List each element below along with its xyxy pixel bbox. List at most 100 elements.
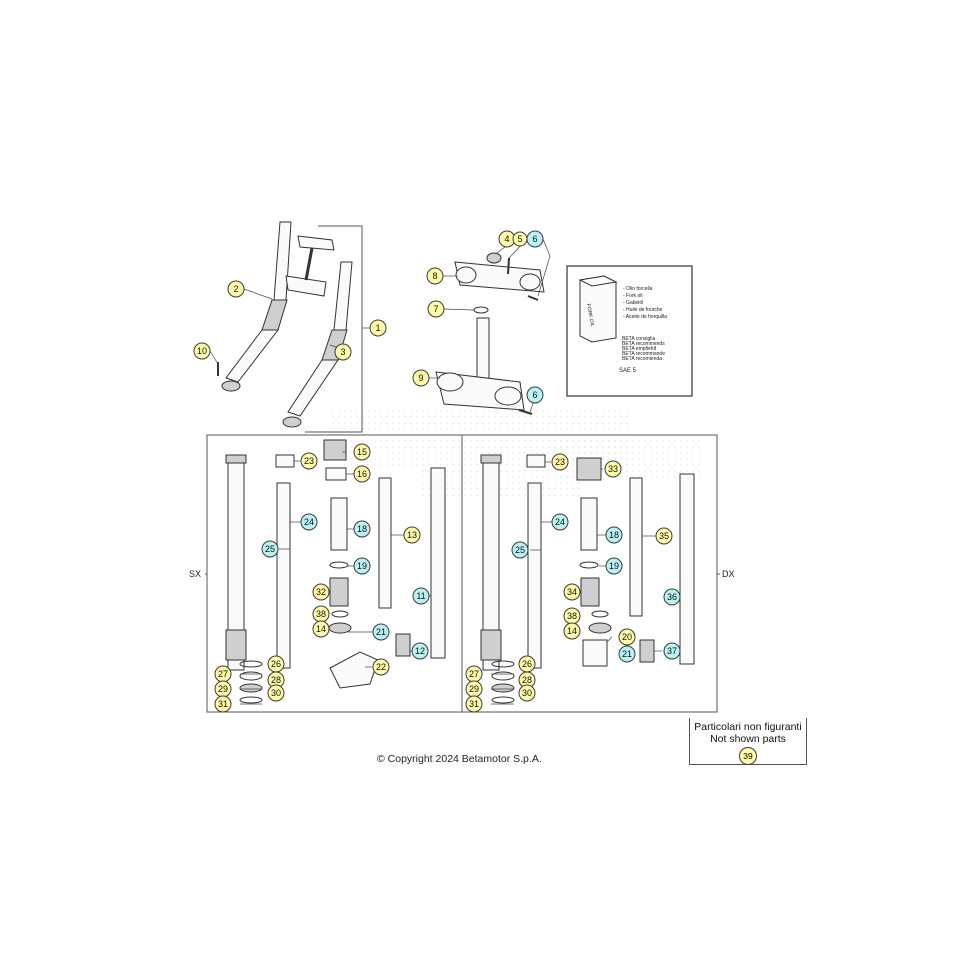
svg-text:3: 3 — [340, 347, 345, 357]
svg-text:33: 33 — [608, 464, 618, 474]
inner-tube-24-left — [276, 482, 291, 669]
callout-right-33: 33 — [604, 460, 622, 478]
callout-right-37: 37 — [663, 642, 681, 660]
oil-rec-3: BETA empfiehlt — [622, 346, 657, 352]
callout-6-top: 6 — [526, 230, 544, 248]
callout-3: 3 — [334, 343, 352, 361]
oil-rec-5: BETA recomienda — [622, 356, 662, 362]
left-axle-clamp — [221, 380, 241, 392]
svg-text:30: 30 — [522, 688, 532, 698]
callout-left-23: 23 — [300, 452, 318, 470]
svg-text:15: 15 — [357, 447, 367, 457]
callout-left-14: 14 — [312, 620, 330, 638]
callout-left-11: 11 — [412, 587, 430, 605]
svg-text:25: 25 — [265, 544, 275, 554]
svg-text:18: 18 — [609, 530, 619, 540]
svg-text:16: 16 — [357, 469, 367, 479]
svg-text:36: 36 — [667, 592, 677, 602]
svg-text:1: 1 — [375, 323, 380, 333]
svg-text:29: 29 — [218, 684, 228, 694]
callout-left-38: 38 — [312, 605, 330, 623]
oil-line-2: - Fork oil — [623, 293, 642, 299]
svg-text:13: 13 — [407, 530, 417, 540]
svg-text:35: 35 — [659, 531, 669, 541]
callout-left-13: 13 — [403, 526, 421, 544]
callout-right-19: 19 — [605, 557, 623, 575]
svg-text:23: 23 — [304, 456, 314, 466]
watermark — [330, 410, 700, 500]
svg-text:23: 23 — [555, 457, 565, 467]
svg-text:20: 20 — [622, 632, 632, 642]
callout-9: 9 — [412, 369, 430, 387]
foot-22-left — [329, 651, 379, 689]
fork-assembly-complete — [217, 221, 363, 433]
svg-text:11: 11 — [416, 591, 425, 601]
svg-text:28: 28 — [522, 675, 532, 685]
valve-37-right — [639, 639, 655, 663]
callout-right-24: 24 — [551, 513, 569, 531]
svg-text:26: 26 — [271, 659, 281, 669]
callout-10: 10 — [193, 342, 211, 360]
svg-text:38: 38 — [567, 611, 577, 621]
lower-triple-clamp — [285, 275, 327, 297]
svg-text:18: 18 — [357, 524, 367, 534]
callout-right-20: 20 — [618, 628, 636, 646]
callout-right-29: 29 — [465, 680, 483, 698]
oil-rec-2: BETA recommends — [622, 341, 665, 347]
svg-text:19: 19 — [609, 561, 619, 571]
steering-head-group — [435, 252, 545, 415]
tube-35-right — [629, 477, 643, 617]
svg-text:30: 30 — [271, 688, 281, 698]
svg-text:24: 24 — [555, 517, 565, 527]
callout-right-36: 36 — [663, 588, 681, 606]
callout-left-19: 19 — [353, 557, 371, 575]
svg-text:31: 31 — [469, 699, 479, 709]
svg-text:24: 24 — [304, 517, 314, 527]
o-ring-7 — [473, 306, 489, 314]
oil-line-1: - Olio forcella — [623, 286, 653, 292]
callouts: 1 2 3 10 4 5 6 8 7 9 6 23 15 16 24 18 13… — [193, 230, 681, 713]
callout-right-23: 23 — [551, 453, 569, 471]
oil-can-label: FORK OIL — [585, 303, 595, 327]
cartridge-36-right — [679, 473, 695, 665]
callout-right-25: 25 — [511, 541, 529, 559]
spring-18-right — [580, 497, 598, 551]
foot-20-right — [582, 639, 608, 667]
oil-rec-1: BETA consiglia — [622, 336, 655, 342]
callout-right-38: 38 — [563, 607, 581, 625]
svg-text:31: 31 — [218, 699, 228, 709]
svg-text:37: 37 — [667, 646, 677, 656]
oil-can — [579, 275, 617, 343]
leader-lines — [209, 238, 680, 705]
callout-8: 8 — [426, 267, 444, 285]
guide-32-left — [329, 577, 349, 607]
spring-18-left — [330, 497, 348, 551]
svg-text:28: 28 — [271, 675, 281, 685]
callout-left-22: 22 — [372, 658, 390, 676]
right-leg-parts — [480, 454, 695, 704]
not-shown-parts-box: Particolari non figuranti Not shown part… — [689, 718, 807, 765]
callout-right-30: 30 — [518, 684, 536, 702]
svg-text:26: 26 — [522, 659, 532, 669]
svg-text:25: 25 — [515, 545, 525, 555]
svg-text:8: 8 — [432, 271, 437, 281]
oil-line-3: - Gabelöl — [623, 300, 643, 306]
callout-right-35: 35 — [655, 527, 673, 545]
svg-text:29: 29 — [469, 684, 479, 694]
callout-left-15: 15 — [353, 443, 371, 461]
callout-left-32: 32 — [312, 583, 330, 601]
bolt-5 — [507, 257, 510, 275]
tube-13-left — [378, 477, 392, 609]
bushing-23-right — [526, 454, 546, 468]
bushing-23-left — [275, 454, 295, 468]
callout-right-27: 27 — [465, 665, 483, 683]
right-side-label: DX — [722, 569, 735, 579]
callout-right-34: 34 — [563, 583, 581, 601]
nut-4 — [486, 252, 502, 264]
cap-33-right — [576, 457, 602, 481]
cap-15-left — [323, 439, 347, 461]
callout-left-12: 12 — [411, 642, 429, 660]
callout-6-bottom: 6 — [526, 386, 544, 404]
svg-text:21: 21 — [622, 649, 632, 659]
